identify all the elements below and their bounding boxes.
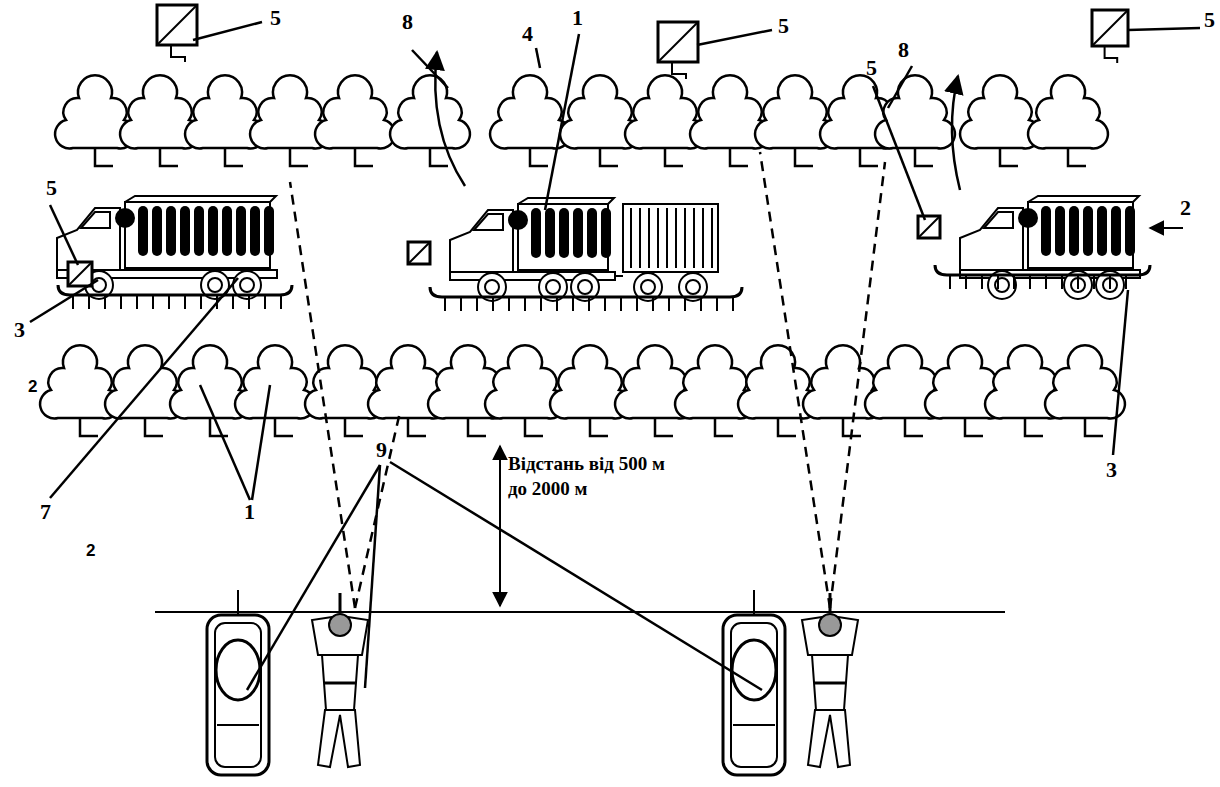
callout-number: 8 [402,10,413,34]
callout-number: 3 [14,318,25,342]
tree [490,75,570,166]
leader-line [193,22,262,40]
tree [803,345,883,436]
callout-number: 9 [376,438,387,462]
tree [690,75,770,166]
leader-line [1128,28,1200,30]
leader-line [873,86,925,220]
callout-number: 2 [28,378,37,397]
soldier [802,614,858,767]
tree [170,345,250,436]
tree [738,345,818,436]
callout-number: 5 [46,176,57,200]
tree [485,345,565,436]
callout-number: 1 [572,6,583,30]
sight-line [290,182,355,608]
callout-number: 3 [1106,458,1117,482]
callout-number: 5 [270,6,281,30]
exit-arrow [952,76,960,190]
tree [755,75,835,166]
soldier [312,614,368,767]
tree [250,75,330,166]
tree [675,345,755,436]
truck [960,196,1140,299]
tree [960,75,1040,166]
sight-line [760,152,830,608]
leader-line [412,50,448,88]
observation-device [723,590,785,775]
observation-device [207,590,269,775]
leader-line [200,385,250,500]
callout-number: 5 [778,14,789,38]
leader-line [50,278,238,498]
leader-line [888,66,912,108]
leader-line [30,280,98,322]
camouflage-net-symbol [157,5,197,62]
binocular [829,593,832,613]
tree [305,345,385,436]
truck [450,198,718,301]
tree [105,345,185,436]
entry-arrow [1150,227,1183,229]
callout-number: 1 [244,500,255,524]
callout-number: 5 [866,56,877,80]
exit-arrow [435,52,465,186]
callout-number: 2 [1180,196,1191,220]
camouflage-net-symbol [1092,10,1128,63]
tree [560,75,640,166]
tree [40,345,120,436]
leader-line [1113,290,1128,455]
leader-line [252,385,270,500]
tree [625,75,705,166]
leader-line [697,30,772,45]
tree [390,75,470,166]
camouflage-net-symbol [68,262,92,286]
distance-arrow [499,446,501,606]
camouflage-net-symbol [918,216,940,238]
tree [185,75,265,166]
tree [120,75,200,166]
tree [550,345,630,436]
callout-number: 7 [40,500,51,524]
sight-line [830,162,885,608]
tree [55,75,135,166]
camouflage-net-symbol [408,242,430,264]
tree [1028,75,1108,166]
camouflage-pit [58,285,292,309]
leader-line [536,48,540,68]
callout-number: 8 [898,38,909,62]
leader-line [545,34,579,210]
tree [1045,345,1125,436]
callout-number: 2 [86,542,95,561]
leader-line [365,465,380,688]
camouflage-pit [430,287,742,311]
leader-line [247,465,380,690]
camouflage-net-symbol [658,22,698,79]
leader-line [50,205,78,265]
binocular [339,593,342,613]
observation-line [155,611,1005,613]
callout-number: 5 [1204,8,1215,32]
tree [235,345,315,436]
tree [315,75,395,166]
camouflage-pit [935,265,1150,289]
callout-number: 4 [522,22,533,46]
distance-label: Відстань від 500 м до 2000 м [508,452,688,501]
